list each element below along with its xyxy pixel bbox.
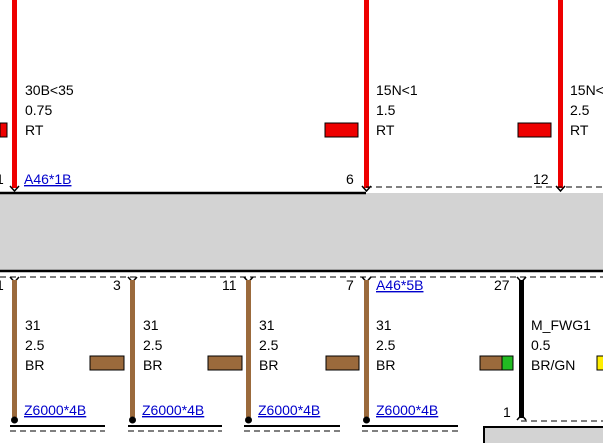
wire-b3-circuit: 31 — [259, 317, 275, 333]
wire-b4-color: BR — [376, 357, 395, 373]
top-pin-1: 1 — [0, 171, 4, 187]
wire-b4-circuit: 31 — [376, 317, 392, 333]
wire-15n1-size: 1.5 — [376, 102, 396, 118]
wire-b2-line — [130, 280, 135, 417]
top-pin-1-terminal — [9, 185, 20, 193]
wire-b5-line — [519, 280, 524, 418]
ground-terminal-b1 — [11, 416, 18, 424]
wire-b5-size: 0.5 — [531, 337, 551, 353]
wire-b5-swatch-brown — [479, 355, 503, 371]
bottom-pin-27: 27 — [494, 277, 510, 293]
ground-link-b4[interactable]: Z6000*4B — [376, 402, 438, 418]
wire-b2-circuit: 31 — [143, 317, 159, 333]
wire-b2-swatch — [89, 355, 125, 371]
yellow-marker — [596, 355, 603, 371]
lower-pin-1: 1 — [503, 404, 511, 420]
wire-15n1-color: RT — [376, 122, 395, 138]
wire-30b-line — [12, 0, 17, 188]
wire-15n2-circuit: 15N< — [570, 82, 603, 98]
ground-link-b3[interactable]: Z6000*4B — [258, 402, 320, 418]
bottom-pin-7: 7 — [346, 277, 354, 293]
wire-b3-color: BR — [259, 357, 278, 373]
bottom-pin-1-left: 1 — [0, 277, 4, 293]
ground-terminal-b2 — [129, 416, 136, 424]
wire-b1-color: BR — [25, 357, 44, 373]
wire-b3-size: 2.5 — [259, 337, 279, 353]
wire-b3-swatch — [207, 355, 243, 371]
ground-link-b1[interactable]: Z6000*4B — [24, 402, 86, 418]
lower-module — [483, 426, 603, 443]
wire-b4-swatch — [325, 355, 360, 371]
ground-link-b2[interactable]: Z6000*4B — [142, 402, 204, 418]
connector-a46-1b-link[interactable]: A46*1B — [24, 171, 71, 187]
wire-30b-circuit: 30B<35 — [25, 82, 74, 98]
wire-b5-swatch-green — [501, 355, 514, 371]
wire-30b-swatch — [0, 122, 8, 138]
ground-terminal-b3 — [245, 416, 252, 424]
wire-15n2-line — [558, 0, 563, 188]
wire-30b-color: RT — [25, 122, 44, 138]
control-module — [0, 193, 603, 270]
top-pin-12: 12 — [533, 171, 549, 187]
wire-b1-size: 2.5 — [25, 337, 45, 353]
top-pin-6: 6 — [346, 171, 354, 187]
wire-15n1-circuit: 15N<1 — [376, 82, 418, 98]
connector-a46-5b-link[interactable]: A46*5B — [376, 277, 423, 293]
wire-30b-size: 0.75 — [25, 102, 52, 118]
ground-terminal-b4 — [363, 416, 370, 424]
lower-pin-1-terminal — [516, 413, 527, 421]
wire-b1-circuit: 31 — [25, 317, 41, 333]
wire-b2-size: 2.5 — [143, 337, 163, 353]
wire-b5-color: BR/GN — [531, 357, 575, 373]
wire-b2-color: BR — [143, 357, 162, 373]
wire-b1-line — [12, 280, 17, 417]
wire-b4-size: 2.5 — [376, 337, 396, 353]
wire-b5-circuit: M_FWG1 — [531, 317, 591, 333]
wire-15n1-line — [364, 0, 369, 188]
wire-15n2-color: RT — [570, 122, 589, 138]
wire-15n2-swatch — [517, 122, 552, 138]
wire-b4-line — [364, 280, 369, 417]
top-pin-6-terminal — [361, 185, 372, 193]
bottom-pin-11: 11 — [222, 277, 237, 293]
wire-b3-line — [246, 280, 251, 417]
wire-15n2-size: 2.5 — [570, 102, 590, 118]
wire-15n1-swatch — [324, 122, 359, 138]
bottom-pin-3: 3 — [113, 277, 121, 293]
top-pin-12-terminal — [555, 185, 566, 193]
